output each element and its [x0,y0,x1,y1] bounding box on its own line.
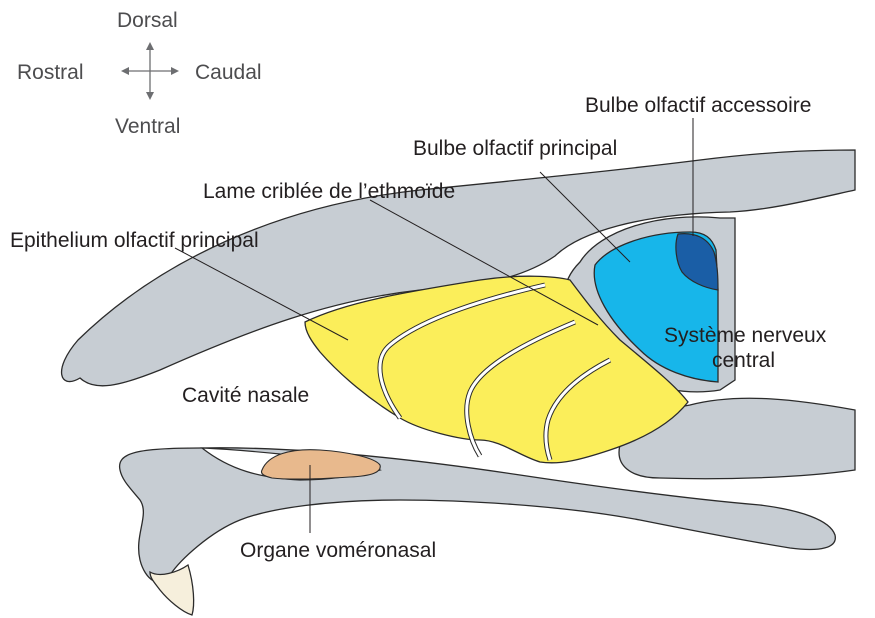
cns-label-line2: central [712,350,775,371]
accessory-bulb-label: Bulbe olfactif accessoire [585,95,811,116]
orientation-compass [121,42,179,100]
main-epithelium-label: Epithelium olfactif principal [10,230,259,251]
orientation-dorsal-label: Dorsal [117,10,178,31]
vomeronasal-organ-label: Organe voméronasal [240,540,436,561]
vomeronasal-organ [261,450,380,479]
cns-label-line1: Système nerveux [664,325,826,346]
main-bulb-label: Bulbe olfactif principal [413,138,617,159]
cribriform-plate-label: Lame criblée de l’ethmoïde [203,181,455,202]
orientation-rostral-label: Rostral [17,62,84,83]
orientation-caudal-label: Caudal [195,62,262,83]
orientation-ventral-label: Ventral [115,116,180,137]
nasal-cavity-label: Cavité nasale [182,385,309,406]
